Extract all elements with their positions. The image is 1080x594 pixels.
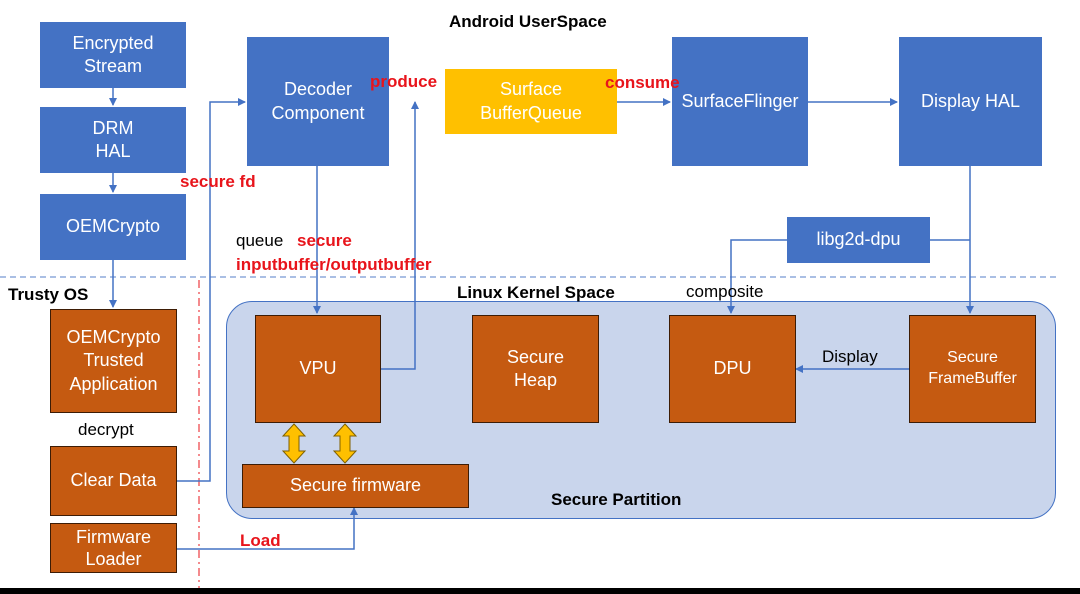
vpu-box: VPU xyxy=(255,315,381,423)
secure-label: secure xyxy=(297,231,352,250)
consume-label: consume xyxy=(605,73,680,92)
trusty-os-title: Trusty OS xyxy=(8,285,89,304)
oemcrypto-box: OEMCrypto xyxy=(40,194,186,260)
secure-framebuffer-box: Secure FrameBuffer xyxy=(909,315,1036,423)
inputbuffer-outputbuffer-label: inputbuffer/outputbuffer xyxy=(236,255,432,274)
secure-firmware-box: Secure firmware xyxy=(242,464,469,508)
bottom-bar xyxy=(0,588,1080,594)
secure-fd-label: secure fd xyxy=(180,172,256,191)
double-arrow-vpu-firmware-left xyxy=(281,423,307,464)
encrypted-stream-box: Encrypted Stream xyxy=(40,22,186,88)
arrow-libg2d-to-dpu xyxy=(727,239,787,314)
arrow-cleardata-to-decoder xyxy=(177,98,246,482)
produce-label: produce xyxy=(370,72,438,91)
double-arrow-vpu-firmware-right xyxy=(332,423,358,464)
load-label: Load xyxy=(240,531,281,550)
userspace-title: Android UserSpace xyxy=(449,12,607,31)
composite-label: composite xyxy=(686,282,764,301)
surfaceflinger-box: SurfaceFlinger xyxy=(672,37,808,166)
arrow-loader-to-firmware xyxy=(177,507,358,550)
display-label: Display xyxy=(822,347,878,366)
drm-hal-box: DRM HAL xyxy=(40,107,186,173)
oemcrypto-trusted-app-box: OEMCrypto Trusted Application xyxy=(50,309,177,413)
libg2d-dpu-box: libg2d-dpu xyxy=(787,217,930,263)
clear-data-box: Clear Data xyxy=(50,446,177,516)
secure-partition-title: Secure Partition xyxy=(551,490,682,509)
decoder-component-box: Decoder Component xyxy=(247,37,389,166)
surface-bufferqueue-box: Surface BufferQueue xyxy=(445,69,617,134)
decrypt-label: decrypt xyxy=(78,420,134,439)
firmware-loader-box: Firmware Loader xyxy=(50,523,177,573)
queue-label: queue xyxy=(236,231,284,250)
dpu-box: DPU xyxy=(669,315,796,423)
arrow-vpu-to-bufferqueue xyxy=(381,101,419,370)
secure-heap-box: Secure Heap xyxy=(472,315,599,423)
kernel-space-title: Linux Kernel Space xyxy=(457,283,615,302)
display-hal-box: Display HAL xyxy=(899,37,1042,166)
